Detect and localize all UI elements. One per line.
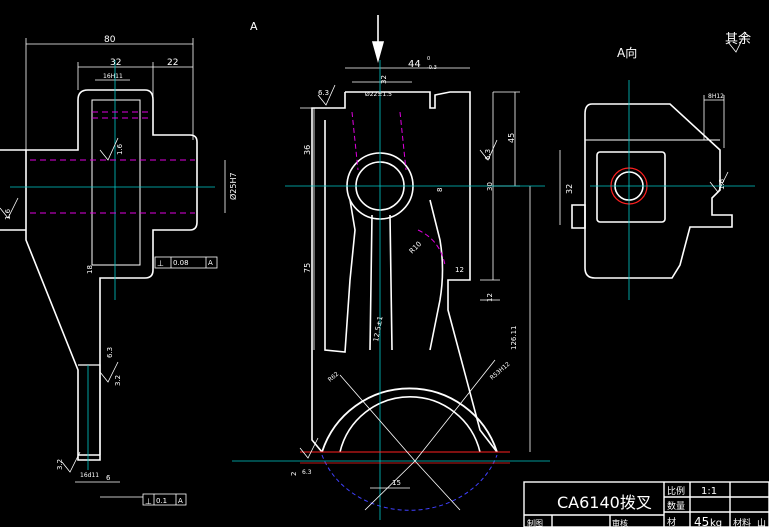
- material-prefix: 材: [667, 516, 676, 527]
- dim-a-left: 32: [565, 184, 574, 194]
- front-view-labels: A 44 0 -0.3 32 6.3 Ø22±1.5 36 45 30 75 1…: [250, 20, 518, 487]
- ra-lower-2: 3.2: [114, 375, 122, 386]
- dim-right-height: 45: [507, 133, 516, 143]
- section-label-a: A: [250, 20, 258, 33]
- dim-top-inner: 32: [380, 75, 388, 84]
- dim-right-lower: 126.11: [510, 326, 518, 351]
- dim-top-tol-lower: -0.3: [427, 65, 437, 71]
- unit-suffix: 山: [757, 518, 766, 527]
- ra-lower: 3.2: [56, 459, 64, 470]
- dim-lower-small: 6: [106, 474, 111, 482]
- ra-left: 1.6: [4, 208, 12, 220]
- dim-slot: 16H11: [103, 73, 123, 80]
- dim-fillet: R10: [408, 240, 423, 255]
- dim-left-lower: 75: [303, 263, 312, 273]
- scale-value: 1:1: [701, 486, 717, 497]
- dim-left-part: 32: [110, 58, 121, 68]
- qty-label: 数量: [667, 500, 685, 512]
- dim-corner: 8: [436, 188, 444, 192]
- scale-label: 比例: [667, 485, 685, 497]
- dim-right-small: 12: [455, 266, 464, 274]
- tol-2-symbol: ⊥: [145, 497, 152, 506]
- dim-right-small-2: 12: [486, 293, 494, 302]
- check-label: 审核: [612, 518, 628, 527]
- ra-right: 6.3: [484, 149, 492, 160]
- dim-top-slot: 8H12: [708, 93, 724, 100]
- a-view-labels: A向 其余 8H12 32 1.6: [565, 31, 751, 194]
- tol-1-symbol: ⊥: [157, 259, 164, 268]
- ra-a-right: 1.6: [718, 178, 726, 190]
- dim-bore: Ø25H7: [228, 172, 238, 200]
- ra-top: 6.3: [318, 89, 329, 97]
- view-label-a: A向: [617, 45, 637, 60]
- material-value: 45: [694, 515, 709, 527]
- dim-web: 12.5±1: [372, 315, 384, 342]
- tol-1-value: 0.08: [173, 259, 189, 267]
- dim-left-height: 36: [303, 145, 312, 155]
- tol-2-datum: A: [178, 497, 183, 505]
- ra-slot: 1.6: [116, 143, 124, 155]
- dim-step: 6.3: [106, 347, 114, 358]
- left-view: [0, 38, 226, 506]
- title-block-labels: CA6140拨叉 比例 1:1 数量 材 45 kg 材料 山 制图 审核: [527, 485, 766, 527]
- weight-label: 材料: [733, 517, 751, 527]
- dim-right-mid: 30: [486, 182, 494, 191]
- dim-total-width: 80: [104, 35, 116, 45]
- left-view-labels: 80 32 22 16H11 Ø25H7 1.6 1.6 18 6.3 3.2 …: [4, 35, 238, 506]
- dim-top-tol-upper: 0: [427, 56, 430, 62]
- dim-lower-slot: 16d11: [80, 472, 99, 479]
- title-block: [523, 481, 769, 527]
- dim-right-part: 22: [167, 58, 178, 68]
- a-view: [559, 31, 755, 300]
- dim-gap: 18: [86, 265, 94, 274]
- unit-value: kg: [710, 518, 722, 527]
- drawn-label: 制图: [527, 518, 543, 527]
- dim-top-width: 44: [408, 59, 421, 70]
- surface-note: 其余: [725, 31, 751, 47]
- ra-bottom: 6.3: [302, 469, 312, 476]
- dim-bottom-small: 15: [392, 479, 401, 487]
- front-view: [232, 15, 550, 520]
- tol-2-value: 0.1: [156, 497, 167, 505]
- dim-bottom-left: 2: [290, 472, 298, 476]
- tol-1-datum: A: [208, 259, 213, 267]
- part-name: CA6140拨叉: [557, 493, 652, 512]
- dim-radius-outer: R62: [327, 370, 341, 383]
- dim-top-hole: Ø22±1.5: [365, 91, 392, 98]
